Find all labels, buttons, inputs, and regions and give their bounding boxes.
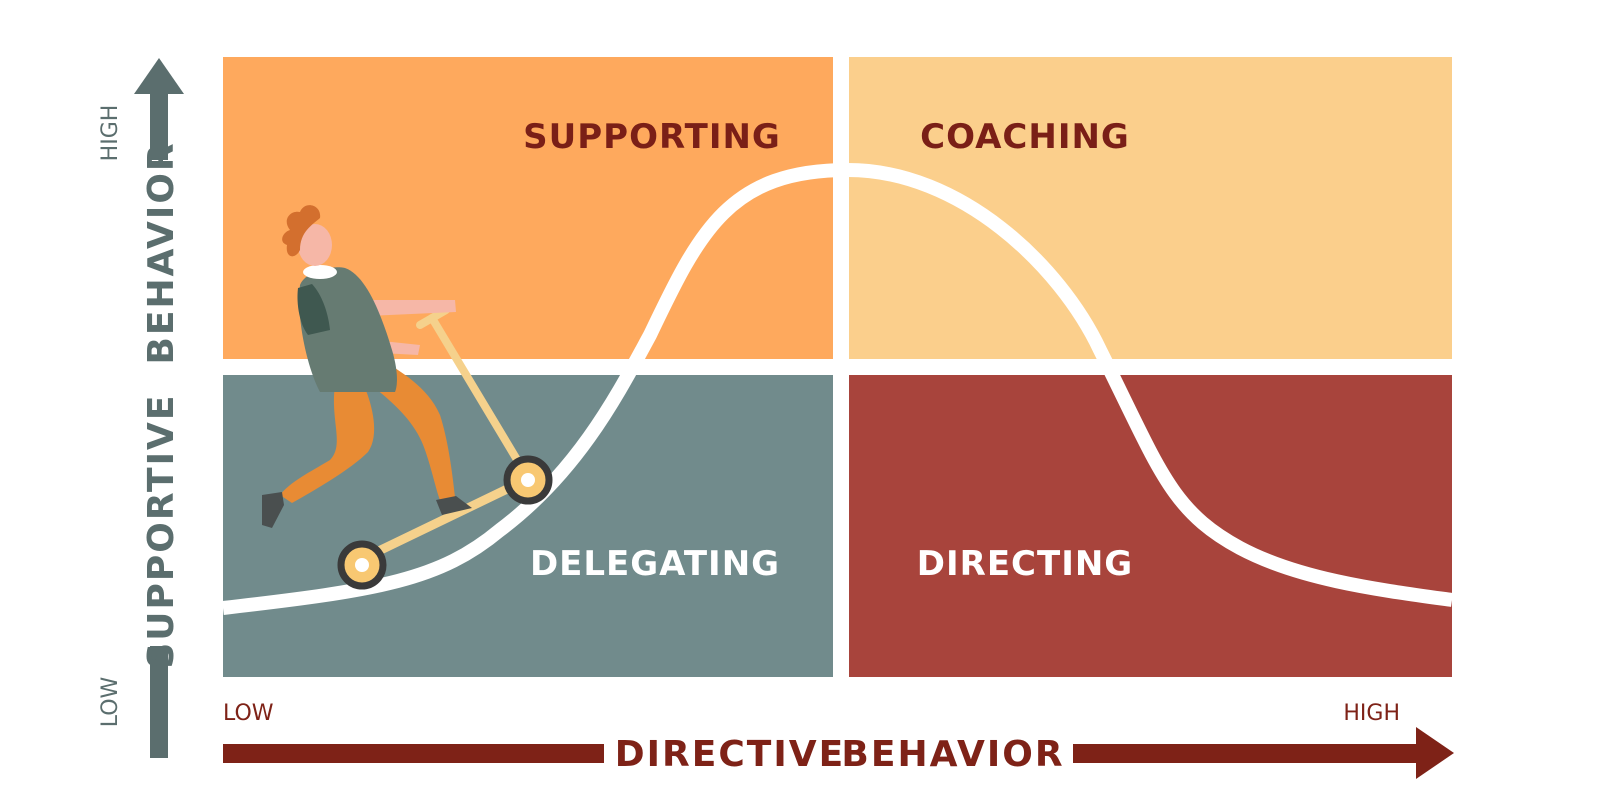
x-axis-arrowhead-icon [1416,727,1454,779]
quadrant-coaching [849,57,1452,359]
scooter-rear-hub [355,558,369,572]
person-on-scooter-illustration [262,205,553,590]
person-back-shoe [262,492,284,528]
quadrant-label-supporting: SUPPORTING [523,117,781,157]
person-back-leg [280,385,375,503]
person-collar [303,265,337,279]
quadrant-label-coaching: COACHING [920,117,1130,157]
y-axis-arrowhead-icon [134,58,184,94]
y-axis-arrow-shaft-top [150,92,168,160]
y-axis-arrow-shaft-bottom [150,646,168,758]
person-front-shoe [436,496,472,515]
person-face [298,224,332,266]
scooter-handlebar-stem [428,314,532,482]
x-axis-title-behavior: BEHAVIOR [841,734,1064,775]
y-axis-title: SUPPORTIVE BEHAVIOR [141,141,182,668]
x-axis-arrow-shaft-right [1073,744,1423,763]
person-front-leg [365,368,455,500]
leadership-curve [222,162,1453,615]
quadrant-label-delegating: DELEGATING [530,544,780,584]
scooter-front-hub [521,473,535,487]
quadrant-label-directing: DIRECTING [917,544,1133,584]
x-axis-low-label: LOW [223,701,274,726]
y-axis-low-label: LOW [98,676,123,727]
person-sleeve [297,284,330,335]
x-axis-arrow-shaft-left [223,744,604,763]
x-axis-high-label: HIGH [1343,701,1400,726]
y-axis-high-label: HIGH [98,105,123,162]
x-axis-title-directive: DIRECTIVE [615,734,845,775]
quadrant-delegating [223,375,833,677]
scooter-deck [355,473,535,565]
person-torso-vest [299,267,397,392]
quadrant-directing [849,375,1452,677]
person-hair [282,205,321,257]
